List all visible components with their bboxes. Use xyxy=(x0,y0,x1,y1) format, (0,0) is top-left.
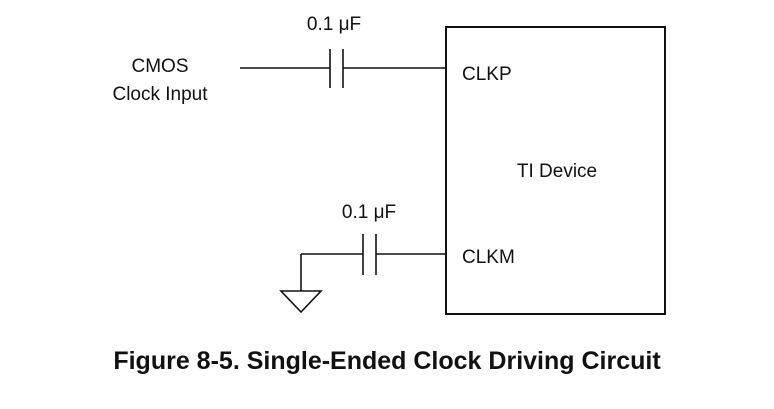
pin-clkm-label: CLKM xyxy=(462,247,515,268)
cap-bottom-value-label: 0.1 μF xyxy=(342,202,396,223)
input-label-line1: CMOS xyxy=(132,56,189,77)
figure-caption: Figure 8-5. Single-Ended Clock Driving C… xyxy=(113,347,661,375)
bottom-signal-path xyxy=(279,234,446,314)
pin-clkp-label: CLKP xyxy=(462,64,512,85)
ti-device-box xyxy=(445,26,666,315)
top-signal-path xyxy=(240,49,446,88)
input-label-line2: Clock Input xyxy=(112,84,208,105)
device-label: TI Device xyxy=(517,161,597,182)
ground-symbol-icon xyxy=(279,290,323,314)
cap-top-value-label: 0.1 μF xyxy=(307,14,361,35)
